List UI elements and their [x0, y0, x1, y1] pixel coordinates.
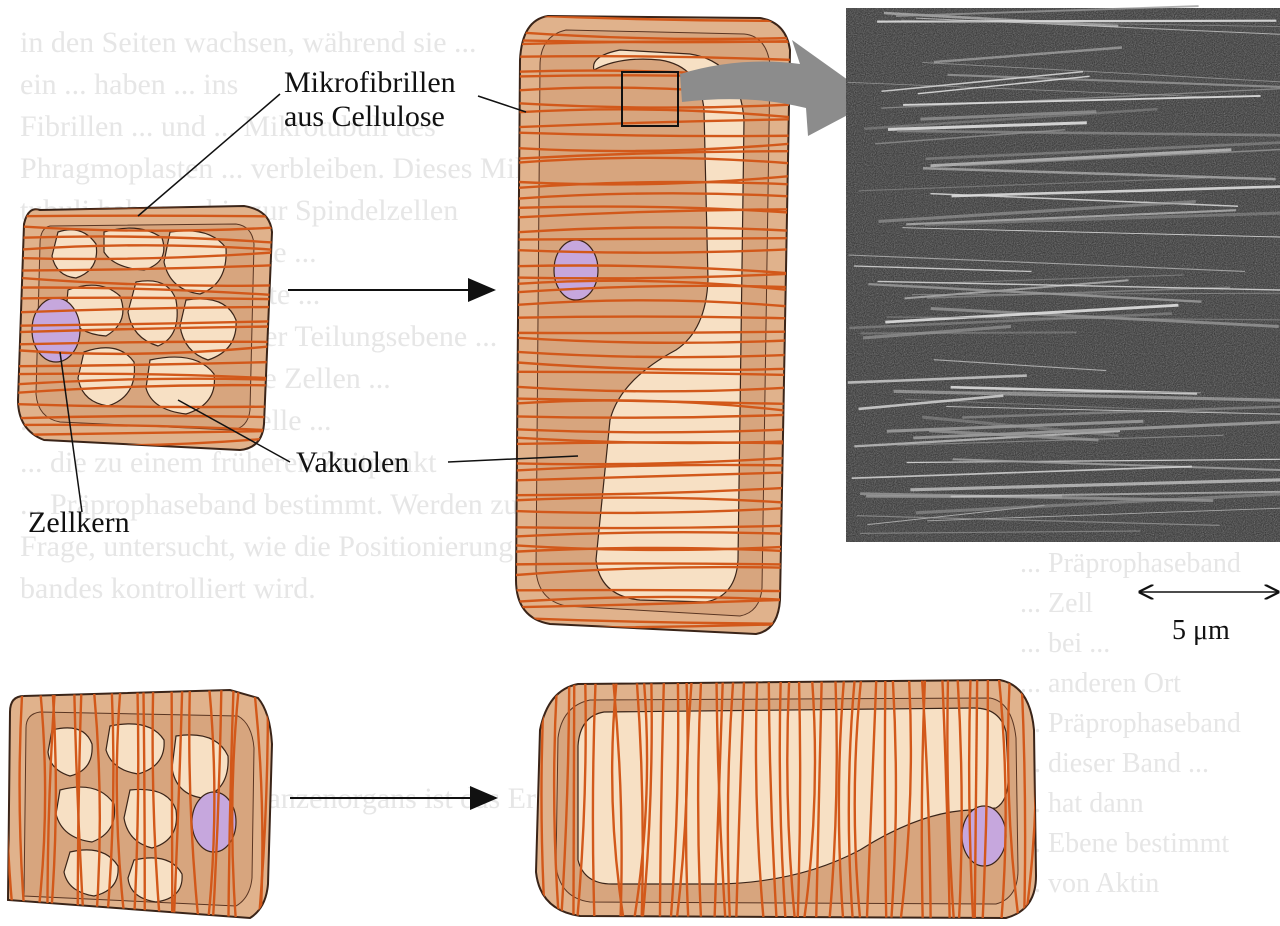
cell-elongated-wide	[531, 666, 1037, 926]
cell-small-top	[4, 201, 286, 450]
microfibril	[573, 666, 574, 926]
cell-elongated-tall	[502, 14, 804, 634]
microfibril	[4, 216, 286, 217]
label-microfibrils: Mikrofibrillen aus Cellulose	[284, 66, 456, 134]
microfibril	[502, 590, 804, 591]
microfibril	[172, 678, 173, 926]
micrograph-fibril	[860, 332, 1076, 333]
microfibril	[502, 238, 804, 240]
label-microfibrils-line1: Mikrofibrillen	[284, 66, 456, 100]
label-scale-bar: 5 μm	[1172, 614, 1230, 648]
label-vacuoles: Vakuolen	[296, 446, 409, 480]
nucleus-tall	[554, 240, 598, 300]
label-microfibrils-line2: aus Cellulose	[284, 100, 456, 134]
leader-microfibrils-left	[138, 94, 280, 216]
microfibril	[502, 563, 804, 564]
electron-micrograph	[846, 6, 1280, 542]
label-nucleus: Zellkern	[28, 506, 130, 540]
cell-small-bottom	[6, 678, 272, 926]
microfibril	[531, 666, 536, 926]
